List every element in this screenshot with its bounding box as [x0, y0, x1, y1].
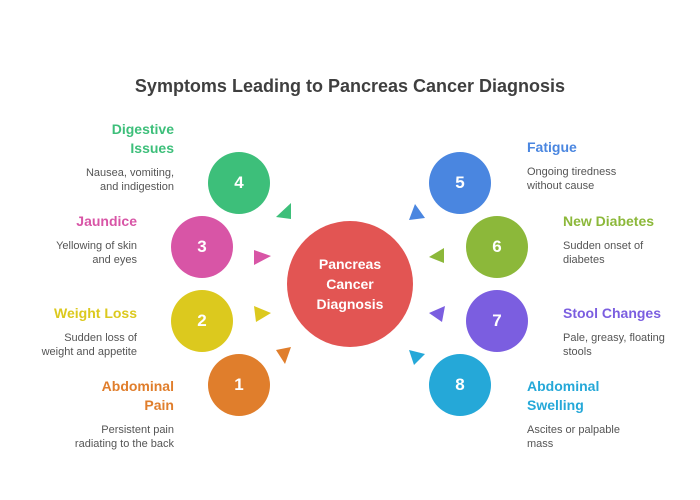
symptom-title-line: New Diabetes: [563, 213, 655, 229]
symptom-desc-line: Nausea, vomiting,: [85, 167, 174, 179]
arrow-triangle-icon: [254, 306, 271, 322]
symptom-item-stool-changes: Stool Changes Pale, greasy, floating sto…: [563, 304, 698, 359]
arrow-triangle-icon: [429, 306, 445, 322]
symptom-title: Stool Changes: [563, 304, 698, 323]
symptom-description: Yellowing of skin and eyes: [0, 239, 137, 267]
symptom-desc-line: and indigestion: [99, 181, 174, 193]
symptom-item-fatigue: Fatigue Ongoing tiredness without cause: [527, 138, 687, 193]
symptom-title-line: Digestive: [111, 121, 174, 137]
symptom-title-line: Abdominal: [527, 378, 600, 394]
center-circle: [287, 221, 413, 347]
arrow-triangle-icon: [276, 203, 291, 219]
symptom-desc-line: Pale, greasy, floating: [563, 332, 665, 344]
symptom-description: Ongoing tiredness without cause: [527, 165, 687, 193]
symptom-number-3: 3: [197, 237, 207, 256]
arrow-triangle-icon: [254, 250, 271, 265]
symptom-desc-line: stools: [563, 346, 592, 358]
symptom-title: Digestive Issues: [4, 120, 174, 158]
symptom-item-abdominal-pain: Abdominal Pain Persistent pain radiating…: [4, 377, 174, 451]
symptom-desc-line: without cause: [527, 180, 595, 192]
symptom-title-line: Pain: [144, 397, 174, 413]
arrow-triangle-icon: [429, 248, 444, 263]
symptom-desc-line: Sudden onset of: [563, 240, 644, 252]
symptom-title-line: Weight Loss: [54, 305, 137, 321]
symptom-desc-line: Persistent pain: [101, 424, 174, 436]
symptom-number-8: 8: [455, 375, 465, 394]
symptom-number-2: 2: [197, 311, 207, 330]
symptom-description: Sudden loss of weight and appetite: [0, 331, 137, 359]
symptom-title: Jaundice: [0, 212, 137, 231]
symptom-number-6: 6: [492, 237, 502, 256]
symptom-desc-line: Yellowing of skin: [56, 240, 137, 252]
arrow-triangle-icon: [409, 350, 425, 365]
symptom-item-new-diabetes: New Diabetes Sudden onset of diabetes: [563, 212, 693, 267]
symptom-item-abdominal-swelling: Abdominal Swelling Ascites or palpable m…: [527, 377, 687, 451]
center-label-line: Diagnosis: [316, 296, 384, 312]
symptom-title-line: Abdominal: [101, 378, 174, 394]
symptom-title-line: Issues: [130, 140, 174, 156]
symptom-number-4: 4: [234, 173, 244, 192]
symptom-title-line: Stool Changes: [563, 305, 662, 321]
symptom-title: Abdominal Swelling: [527, 377, 687, 415]
symptom-description: Nausea, vomiting, and indigestion: [4, 166, 174, 194]
symptom-circle-3: [171, 216, 233, 278]
symptom-circle-5: [429, 152, 491, 214]
arrow-triangle-icon: [409, 204, 425, 220]
symptom-item-digestive-issues: Digestive Issues Nausea, vomiting, and i…: [4, 120, 174, 194]
symptom-description: Pale, greasy, floating stools: [563, 331, 698, 359]
center-label: Pancreas Cancer Diagnosis: [290, 254, 410, 314]
symptom-number-7: 7: [492, 311, 502, 330]
diagram-title: Symptoms Leading to Pancreas Cancer Diag…: [134, 76, 566, 96]
symptom-number-1: 1: [234, 375, 244, 394]
symptom-number-5: 5: [455, 173, 465, 192]
symptom-desc-line: Sudden loss of: [64, 332, 137, 344]
symptom-circle-8: [429, 354, 491, 416]
symptom-circle-2: [171, 290, 233, 352]
symptom-title: Abdominal Pain: [4, 377, 174, 415]
symptom-circle-7: [466, 290, 528, 352]
center-label-line: Pancreas: [318, 256, 382, 272]
center-label-line: Cancer: [326, 276, 374, 292]
symptom-circle-6: [466, 216, 528, 278]
symptom-title: New Diabetes: [563, 212, 693, 231]
symptom-desc-line: and eyes: [92, 254, 137, 266]
symptom-desc-line: mass: [527, 438, 554, 450]
arrow-triangle-icon: [276, 347, 291, 364]
symptom-description: Ascites or palpable mass: [527, 423, 687, 451]
symptom-desc-line: weight and appetite: [41, 346, 137, 358]
symptom-title-line: Swelling: [527, 397, 584, 413]
symptom-item-weight-loss: Weight Loss Sudden loss of weight and ap…: [0, 304, 137, 359]
symptom-title-line: Jaundice: [76, 213, 137, 229]
symptom-desc-line: Ascites or palpable: [527, 424, 620, 436]
symptom-circle-4: [208, 152, 270, 214]
symptom-description: Persistent pain radiating to the back: [4, 423, 174, 451]
symptom-title: Fatigue: [527, 138, 687, 157]
symptom-title: Weight Loss: [0, 304, 137, 323]
symptom-desc-line: diabetes: [563, 254, 605, 266]
symptom-description: Sudden onset of diabetes: [563, 239, 693, 267]
symptom-desc-line: Ongoing tiredness: [527, 166, 617, 178]
symptom-circle-1: [208, 354, 270, 416]
symptom-title-line: Fatigue: [527, 139, 577, 155]
symptom-item-jaundice: Jaundice Yellowing of skin and eyes: [0, 212, 137, 267]
symptom-desc-line: radiating to the back: [74, 438, 174, 450]
